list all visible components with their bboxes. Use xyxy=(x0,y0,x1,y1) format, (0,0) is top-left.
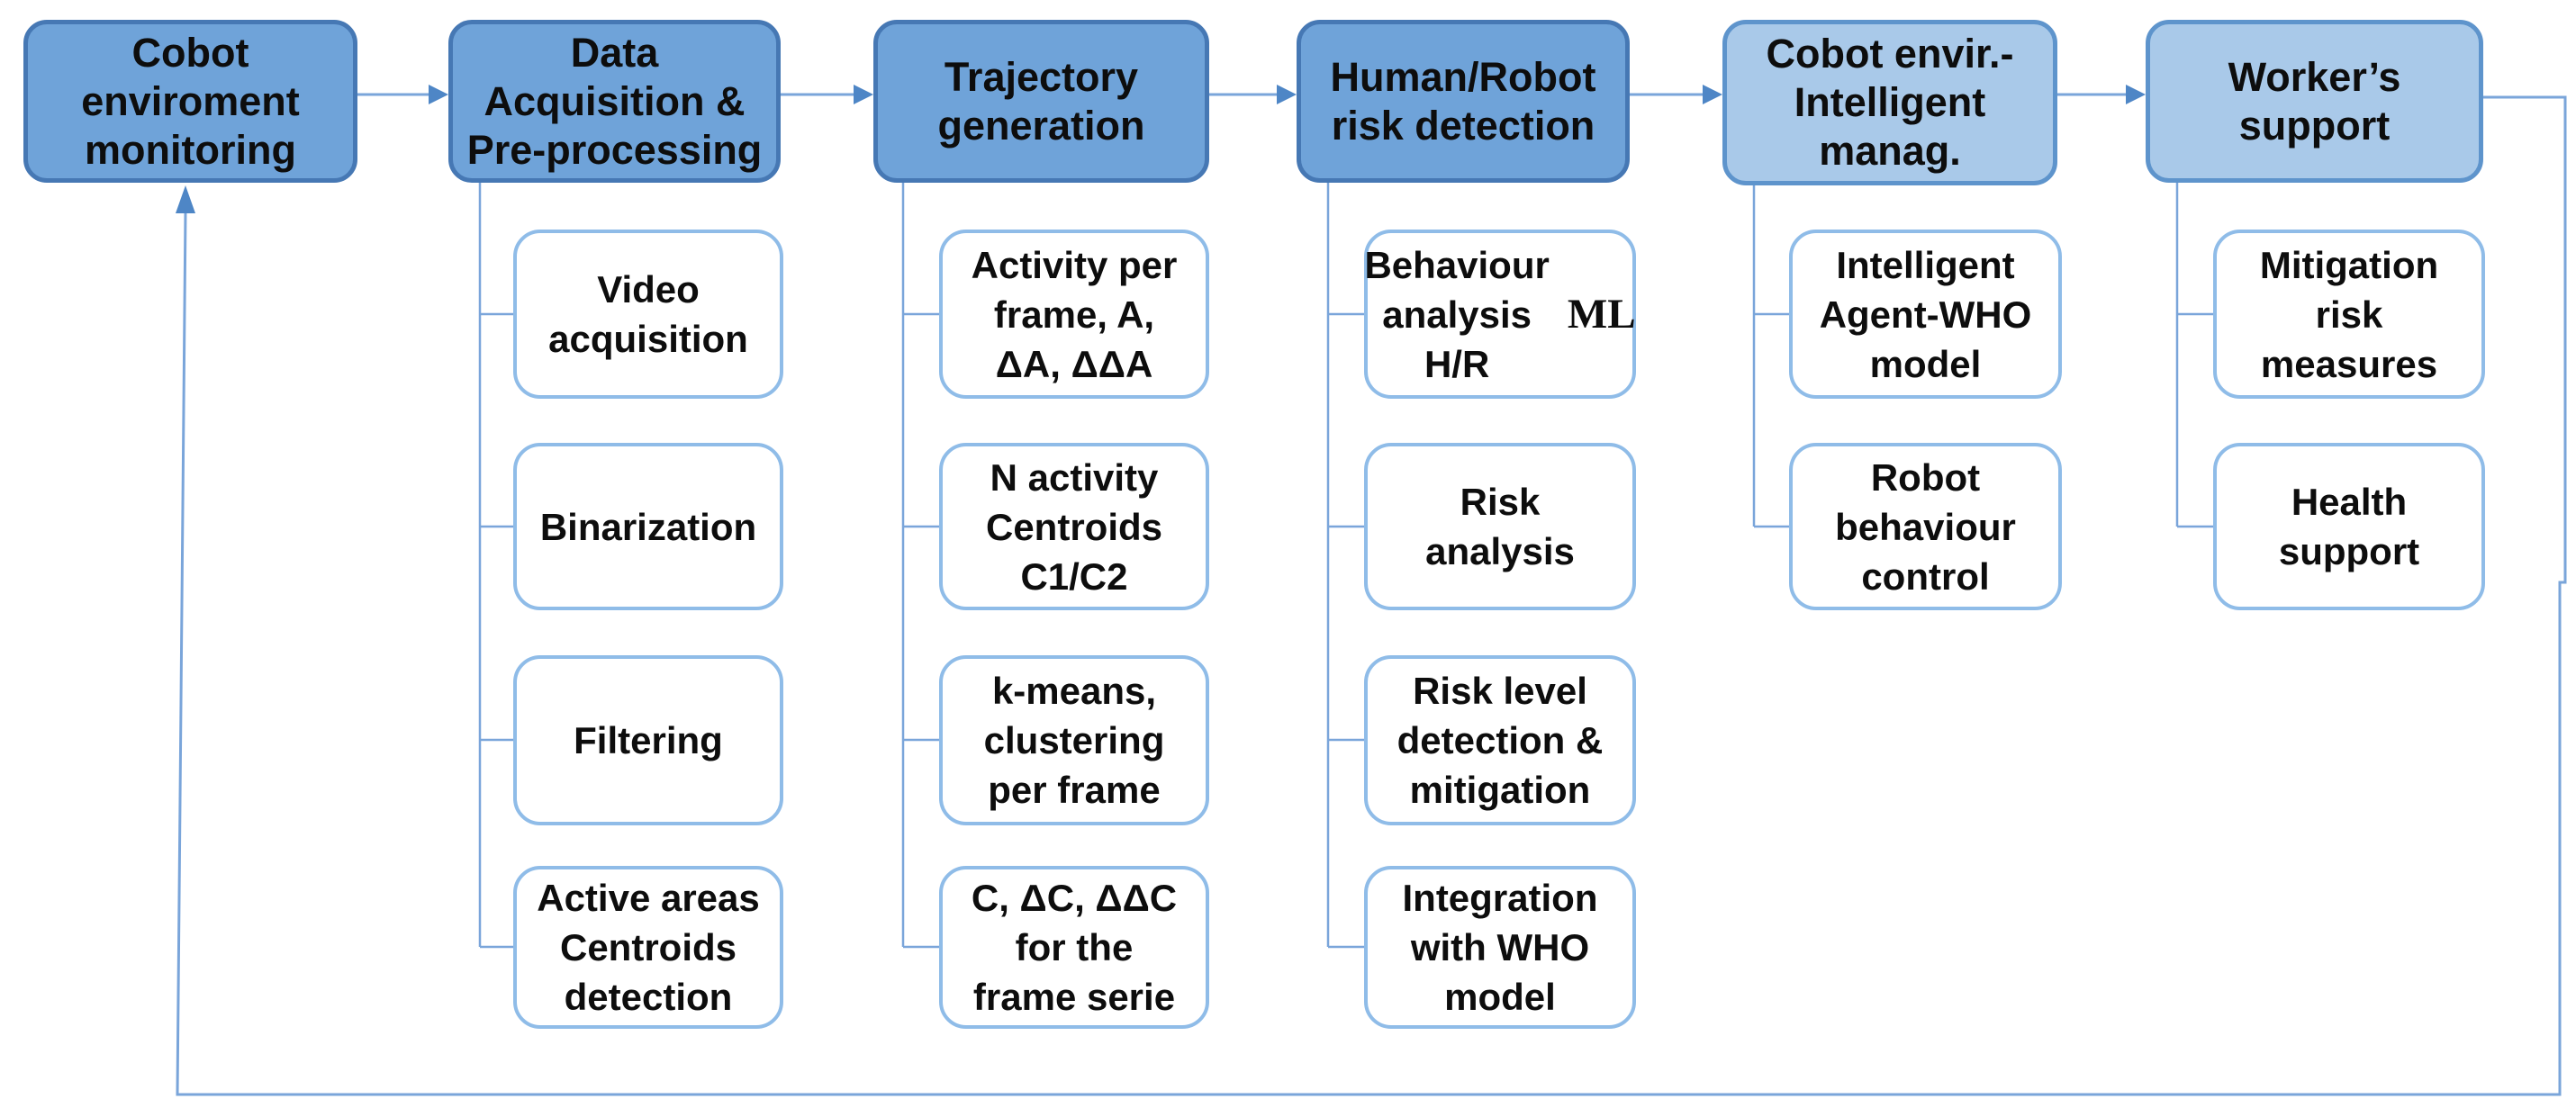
step-box-risk-level-detection-mitigation: Risk level detection & mitigation xyxy=(1364,655,1636,825)
step-label: N activity Centroids C1/C2 xyxy=(985,455,1162,598)
arrowhead-stage4 xyxy=(1277,85,1297,104)
step-label: Binarization xyxy=(539,505,757,548)
step-label: Activity per frame, A, ΔA, ΔΔA xyxy=(971,243,1178,385)
stage-box-human-robot-risk-detection: Human/Robot risk detection xyxy=(1297,20,1630,183)
spine-intelligent-manag xyxy=(1752,183,1789,528)
step-box-mitigation-risk-measures: Mitigation risk measures xyxy=(2213,230,2485,399)
step-box-intelligent-agent-who-model: Intelligent Agent-WHO model xyxy=(1789,230,2062,399)
stage-label: Human/Robot risk detection xyxy=(1330,53,1596,149)
step-label: Integration with WHO model xyxy=(1402,877,1598,1018)
step-box-active-areas-centroids-detection: Active areas Centroids detection xyxy=(513,866,783,1029)
step-box-integration-with-who-model: Integration with WHO model xyxy=(1364,866,1636,1029)
step-box-video-acquisition: Video acquisition xyxy=(513,230,783,399)
stage-box-trajectory-generation: Trajectory generation xyxy=(873,20,1209,183)
step-label: Behaviour analysis H/R xyxy=(1364,243,1550,385)
step-box-k-means-clustering: k-means, clustering per frame xyxy=(939,655,1209,825)
arrowhead-stage5 xyxy=(1703,85,1722,104)
spine-data-acquisition xyxy=(478,183,513,949)
step-box-n-activity-centroids: N activity Centroids C1/C2 xyxy=(939,443,1209,610)
step-label: Risk analysis xyxy=(1425,481,1575,572)
step-box-health-support: Health support xyxy=(2213,443,2485,610)
feedback-arrowhead-up xyxy=(176,185,195,213)
step-box-risk-analysis: Risk analysis xyxy=(1364,443,1636,610)
feedback-loop-line xyxy=(176,95,2567,1096)
stage-label: Cobot envir.- Intelligent manag. xyxy=(1766,31,2014,174)
stage-label: Trajectory generation xyxy=(937,53,1145,149)
stage-label: Data Acquisition & Pre-processing xyxy=(466,29,763,173)
step-box-c-delta-frame-serie: C, ΔC, ΔΔC for the frame serie xyxy=(939,866,1209,1029)
step-box-activity-per-frame: Activity per frame, A, ΔA, ΔΔA xyxy=(939,230,1209,399)
step-box-robot-behaviour-control: Robot behaviour control xyxy=(1789,443,2062,610)
arrowhead-stage3 xyxy=(854,85,873,104)
step-label: C, ΔC, ΔΔC for the frame serie xyxy=(971,877,1178,1018)
stage-box-cobot-envir-intelligent-manag: Cobot envir.- Intelligent manag. xyxy=(1722,20,2057,185)
step-box-behaviour-analysis-hr-ml: Behaviour analysis H/R ML xyxy=(1364,230,1636,399)
stage-label: Worker’s support xyxy=(2228,53,2401,149)
step-label: Health support xyxy=(2278,481,2420,572)
step-box-filtering: Filtering xyxy=(513,655,783,825)
stage-label: Cobot enviroment monitoring xyxy=(81,29,300,173)
step-label: Mitigation risk measures xyxy=(2259,243,2439,385)
step-label: k-means, clustering per frame xyxy=(983,670,1165,811)
ml-label: ML xyxy=(1567,290,1636,338)
step-label: Active areas Centroids detection xyxy=(537,877,760,1018)
step-label: Robot behaviour control xyxy=(1835,455,2016,598)
stage-box-data-acquisition-pre-processing: Data Acquisition & Pre-processing xyxy=(448,20,781,183)
step-label: Risk level detection & mitigation xyxy=(1396,670,1604,811)
step-box-binarization: Binarization xyxy=(513,443,783,610)
stage-box-workers-support: Worker’s support xyxy=(2146,20,2483,183)
step-label: Intelligent Agent-WHO model xyxy=(1819,243,2032,385)
arrowhead-stage2 xyxy=(429,85,448,104)
step-label: Video acquisition xyxy=(548,268,748,360)
spine-trajectory-generation xyxy=(901,183,939,949)
arrowhead-stage6 xyxy=(2126,85,2146,104)
stage-box-cobot-enviroment-monitoring: Cobot enviroment monitoring xyxy=(23,20,357,183)
spine-risk-detection xyxy=(1326,183,1364,949)
spine-workers-support xyxy=(2175,183,2213,528)
step-label: Filtering xyxy=(574,719,723,761)
